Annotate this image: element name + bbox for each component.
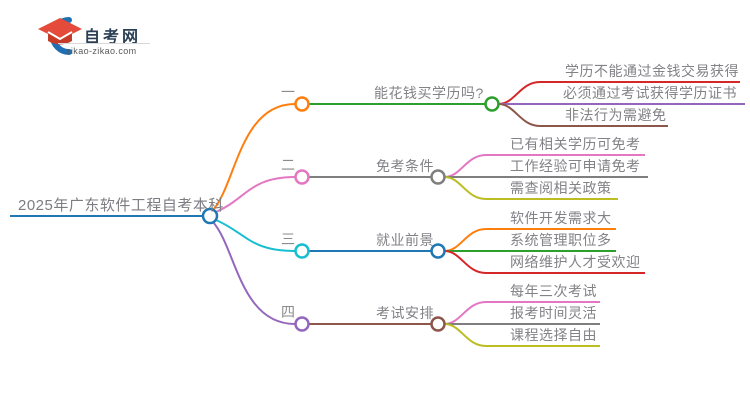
logo-icon [38,17,82,55]
branch-2-node[interactable] [294,169,310,185]
branch-1-child-1-label: 学历不能通过金钱交易获得 [565,63,739,79]
branch-4-child-2-label: 报考时间灵活 [510,305,597,321]
logo[interactable]: 自考网 zikao-zikao.com [33,14,163,58]
branch-2-child-3-label: 需查阅相关政策 [510,180,612,196]
branch-1-topic-node[interactable] [484,96,500,112]
branch-4-node[interactable] [294,316,310,332]
branch-2-curve [215,176,296,213]
branch-1-node[interactable] [294,96,310,112]
branch-4-topic-node[interactable] [430,316,446,332]
branch-4-topic-label: 考试安排 [376,305,434,321]
branch-1-child-3-line [498,103,668,127]
branch-3-topic-node[interactable] [430,243,446,259]
branch-2-child-1-label: 已有相关学历可免考 [510,136,641,152]
branch-1-child-3-label: 非法行为需避免 [565,107,667,123]
branch-2-topic-node[interactable] [430,169,446,185]
logo-divider [58,43,150,44]
branch-2-topic-label: 免考条件 [376,158,434,174]
branch-4-curve [212,221,296,325]
branch-1-curve [212,103,296,211]
branch-4-child-3-line [444,323,600,347]
branch-1-topic-label: 能花钱买学历吗? [374,85,484,101]
branch-2-child-2-label: 工作经验可申请免考 [510,158,641,174]
logo-cap-body [48,33,72,45]
branch-3-child-3-label: 网络维护人才受欢迎 [510,254,641,270]
branch-3-child-1-label: 软件开发需求大 [510,210,612,226]
branch-3-index-label: 三 [281,231,296,247]
branch-3-child-3-line [444,250,645,274]
branch-4-child-1-label: 每年三次考试 [510,283,597,299]
branch-2-child-3-line [444,176,618,200]
root-label: 2025年广东软件工程自考本科 [18,197,224,214]
branch-3-topic-label: 就业前景 [376,232,434,248]
branch-3-curve [215,219,296,252]
branch-1-index-label: 一 [281,84,296,100]
logo-cap-trim [47,31,73,41]
branch-1-child-2-label: 必须通过考试获得学历证书 [563,85,737,101]
branch-3-node[interactable] [294,243,310,259]
branch-4-index-label: 四 [281,304,296,320]
root-node[interactable] [201,207,219,225]
branch-4-child-3-label: 课程选择自由 [510,327,597,343]
logo-domain: zikao-zikao.com [66,46,137,56]
branch-2-index-label: 二 [281,157,296,173]
logo-title: 自考网 [84,29,142,46]
branch-3-child-2-label: 系统管理职位多 [510,232,612,248]
